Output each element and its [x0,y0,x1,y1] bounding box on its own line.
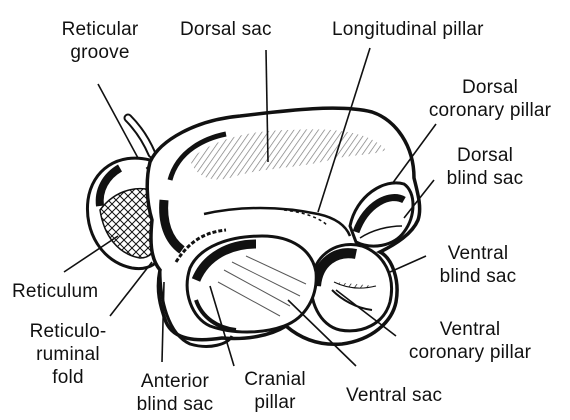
label-dorsal-sac: Dorsal sac [180,18,272,41]
label-ventral-sac: Ventral sac [346,384,442,407]
label-reticular-groove: Reticular groove [42,18,158,64]
label-reticulum: Reticulum [12,280,98,303]
label-ventral-blind-sac: Ventral blind sac [422,242,534,288]
label-ventral-coronary-pillar: Ventral coronary pillar [390,318,550,364]
leader-ventral-blind-sac [390,256,426,272]
ventral-sac-shape [187,236,316,332]
label-reticulo-ruminal-fold: Reticulo- ruminal fold [20,320,116,389]
label-anterior-blind-sac: Anterior blind sac [120,370,230,416]
esophagus [128,118,152,154]
ventral-blind-sac-shape [311,244,391,330]
leader-reticulo-ruminal-fold [110,262,152,316]
label-dorsal-blind-sac: Dorsal blind sac [430,144,540,190]
label-cranial-pillar: Cranial pillar [230,368,320,414]
label-dorsal-coronary-pillar: Dorsal coronary pillar [414,76,566,122]
label-longitudinal-pillar: Longitudinal pillar [332,18,484,41]
